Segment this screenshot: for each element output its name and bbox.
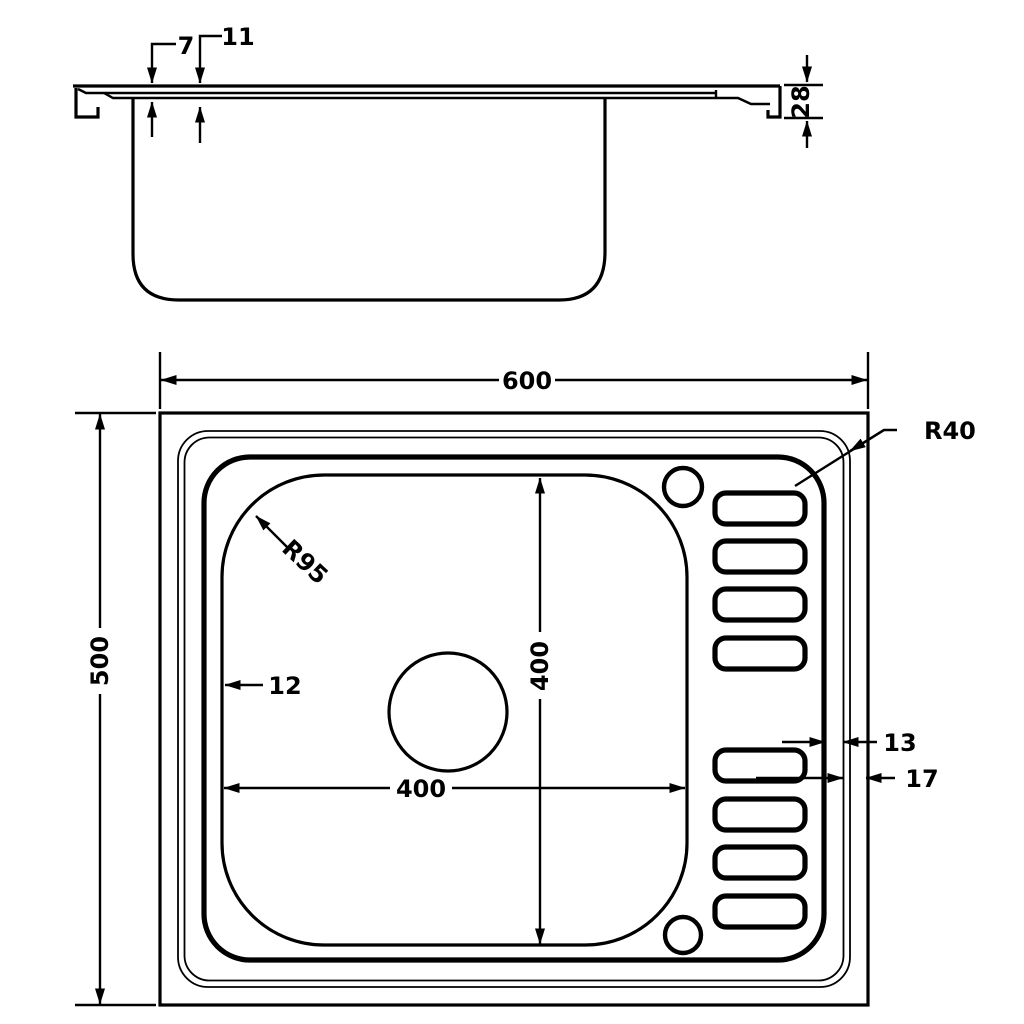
side-elevation-view: 7 11 28 xyxy=(73,23,823,302)
dim-rim-radius-arrow xyxy=(849,428,885,453)
dim-bowl-radius-arrow xyxy=(255,515,290,550)
rim-outer-line xyxy=(177,430,851,988)
dim-overall-depth-extension-lines xyxy=(75,411,156,1007)
bowl-cross-section xyxy=(131,97,607,302)
sink-outer-edge xyxy=(158,411,870,1007)
dim-bowl-depth-label: 400 xyxy=(526,641,554,691)
dim-inner-lip-arrow-top xyxy=(195,34,222,84)
bowl-opening xyxy=(220,473,689,947)
dim-edge-channel-label: 17 xyxy=(905,765,938,793)
drainer-slots xyxy=(712,490,808,930)
dim-overall-width-extension-lines xyxy=(158,352,870,409)
drainer-slot xyxy=(712,893,808,930)
dim-bowl-radius-label: R95 xyxy=(276,534,333,590)
rim-inner-line xyxy=(183,436,845,982)
pressed-rim-edge xyxy=(201,454,827,963)
drainer-slot xyxy=(712,538,808,575)
drainer-slot xyxy=(712,844,808,881)
drainer-slot xyxy=(712,796,808,833)
drain-hole xyxy=(387,651,509,773)
right-edge-channel-profile xyxy=(766,86,782,119)
dim-bowl-inset-label: 12 xyxy=(268,672,301,700)
rim-middle-sheet-line xyxy=(77,87,718,97)
plan-view: 600 500 400 400 12 13 17 R40 R95 xyxy=(75,352,976,1007)
dim-overall-width-label: 600 xyxy=(502,367,552,395)
rim-inner-sheet-line xyxy=(103,91,770,106)
drainer-slot xyxy=(712,586,808,623)
dim-edge-height-extension-lines xyxy=(784,83,823,120)
tap-hole-top xyxy=(661,465,705,509)
dim-rim-radius-label: R40 xyxy=(924,417,976,445)
dim-front-lip-label: 7 xyxy=(178,32,195,60)
drainer-slot xyxy=(712,635,808,672)
dim-bowl-width-label: 400 xyxy=(396,775,446,803)
dim-edge-height-label: 28 xyxy=(787,85,815,118)
drainer-slot xyxy=(712,490,808,527)
left-edge-clip-profile xyxy=(74,88,100,119)
dim-channel-width-label: 13 xyxy=(883,729,916,757)
dim-front-lip-arrow-top xyxy=(147,42,176,84)
dim-overall-depth-label: 500 xyxy=(86,636,114,686)
dim-inner-lip-label: 11 xyxy=(221,23,254,51)
drainer-slot xyxy=(712,747,808,784)
tap-hole-bottom xyxy=(662,914,704,956)
